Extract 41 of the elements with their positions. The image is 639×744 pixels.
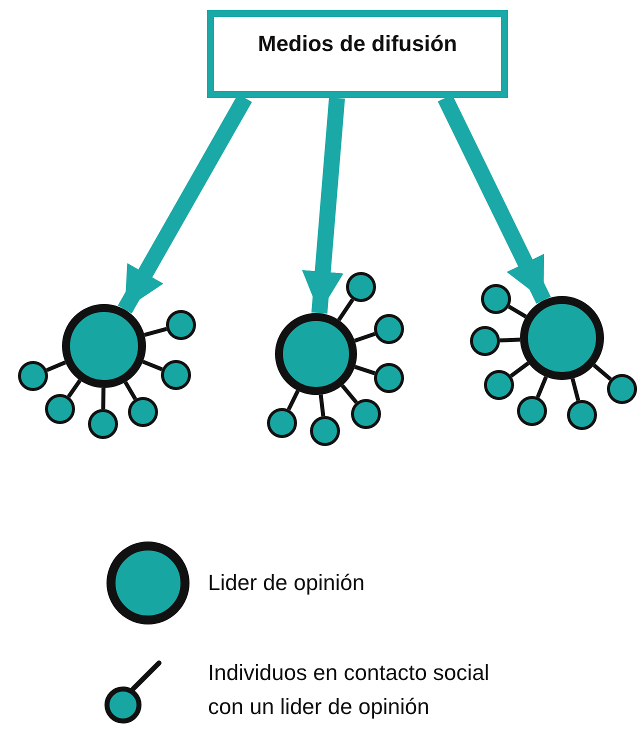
individual-circle — [481, 284, 511, 314]
connector-line — [318, 394, 326, 416]
individual-circle — [374, 363, 404, 393]
connector-line — [101, 388, 106, 410]
connector-line — [46, 360, 66, 372]
connector-line — [592, 364, 612, 381]
individual-circle — [374, 314, 404, 344]
connector-line — [354, 364, 376, 376]
connector-line — [337, 298, 354, 322]
individual-circle — [346, 272, 376, 302]
connector-line — [340, 384, 358, 404]
individual-circle — [470, 326, 500, 356]
connector-line — [124, 381, 138, 400]
individual-circle — [166, 310, 196, 340]
individual-circle — [484, 370, 514, 400]
individual-circle — [45, 394, 75, 424]
connector-line — [354, 332, 376, 343]
connector-line — [536, 376, 548, 398]
connector-line — [570, 378, 580, 401]
connector-line — [286, 390, 300, 410]
legend-label: Individuos en contacto social con un lider de opinión — [208, 659, 490, 721]
individual-circle — [351, 399, 381, 429]
individual-circle — [517, 396, 547, 426]
box-label: Medios de difusión — [258, 31, 458, 57]
individual-circle — [128, 397, 158, 427]
block-arrow — [302, 97, 345, 314]
connector-line — [508, 304, 527, 318]
individual-circle — [267, 408, 297, 438]
legend-label: Lider de opinión — [208, 569, 366, 597]
individual-circle — [88, 409, 118, 439]
individual-circle — [607, 374, 637, 404]
connector-line — [144, 327, 168, 337]
connector-line — [500, 338, 520, 342]
connector-line — [142, 360, 163, 372]
individual-circle — [18, 361, 48, 391]
individual-circle — [161, 360, 191, 390]
text-box — [207, 10, 508, 98]
individual-circle — [567, 400, 597, 430]
individual-circle — [310, 416, 340, 446]
connector-line — [510, 362, 530, 378]
connector-line — [66, 379, 82, 398]
